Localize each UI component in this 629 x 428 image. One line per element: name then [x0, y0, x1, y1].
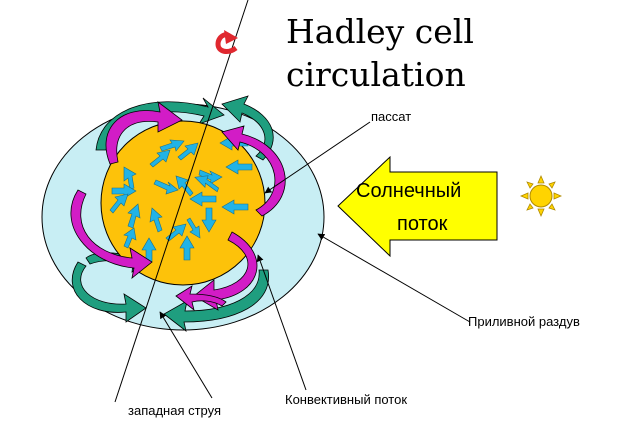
label-tidal-bulge: Приливной раздув [468, 314, 580, 329]
rotation-axis [114, 0, 249, 403]
label-jet-stream: западная струя [128, 403, 222, 418]
title-line-2: circulation [286, 55, 466, 94]
sun-icon [519, 174, 563, 218]
magenta-circulation-arrows [70, 101, 286, 312]
solar-flux-label-line-1: Солнечный [356, 180, 462, 202]
title-line-1: Hadley cell [286, 12, 474, 51]
callout-lines [159, 121, 471, 399]
solar-flux-arrow [337, 155, 498, 258]
label-convective-flow: Конвективный поток [285, 392, 408, 407]
solar-flux-label-line-2: поток [397, 213, 448, 235]
inner-flow-arrows [109, 135, 253, 263]
label-trade-wind: пассат [371, 109, 412, 124]
rotation-arrow-icon [215, 30, 238, 54]
